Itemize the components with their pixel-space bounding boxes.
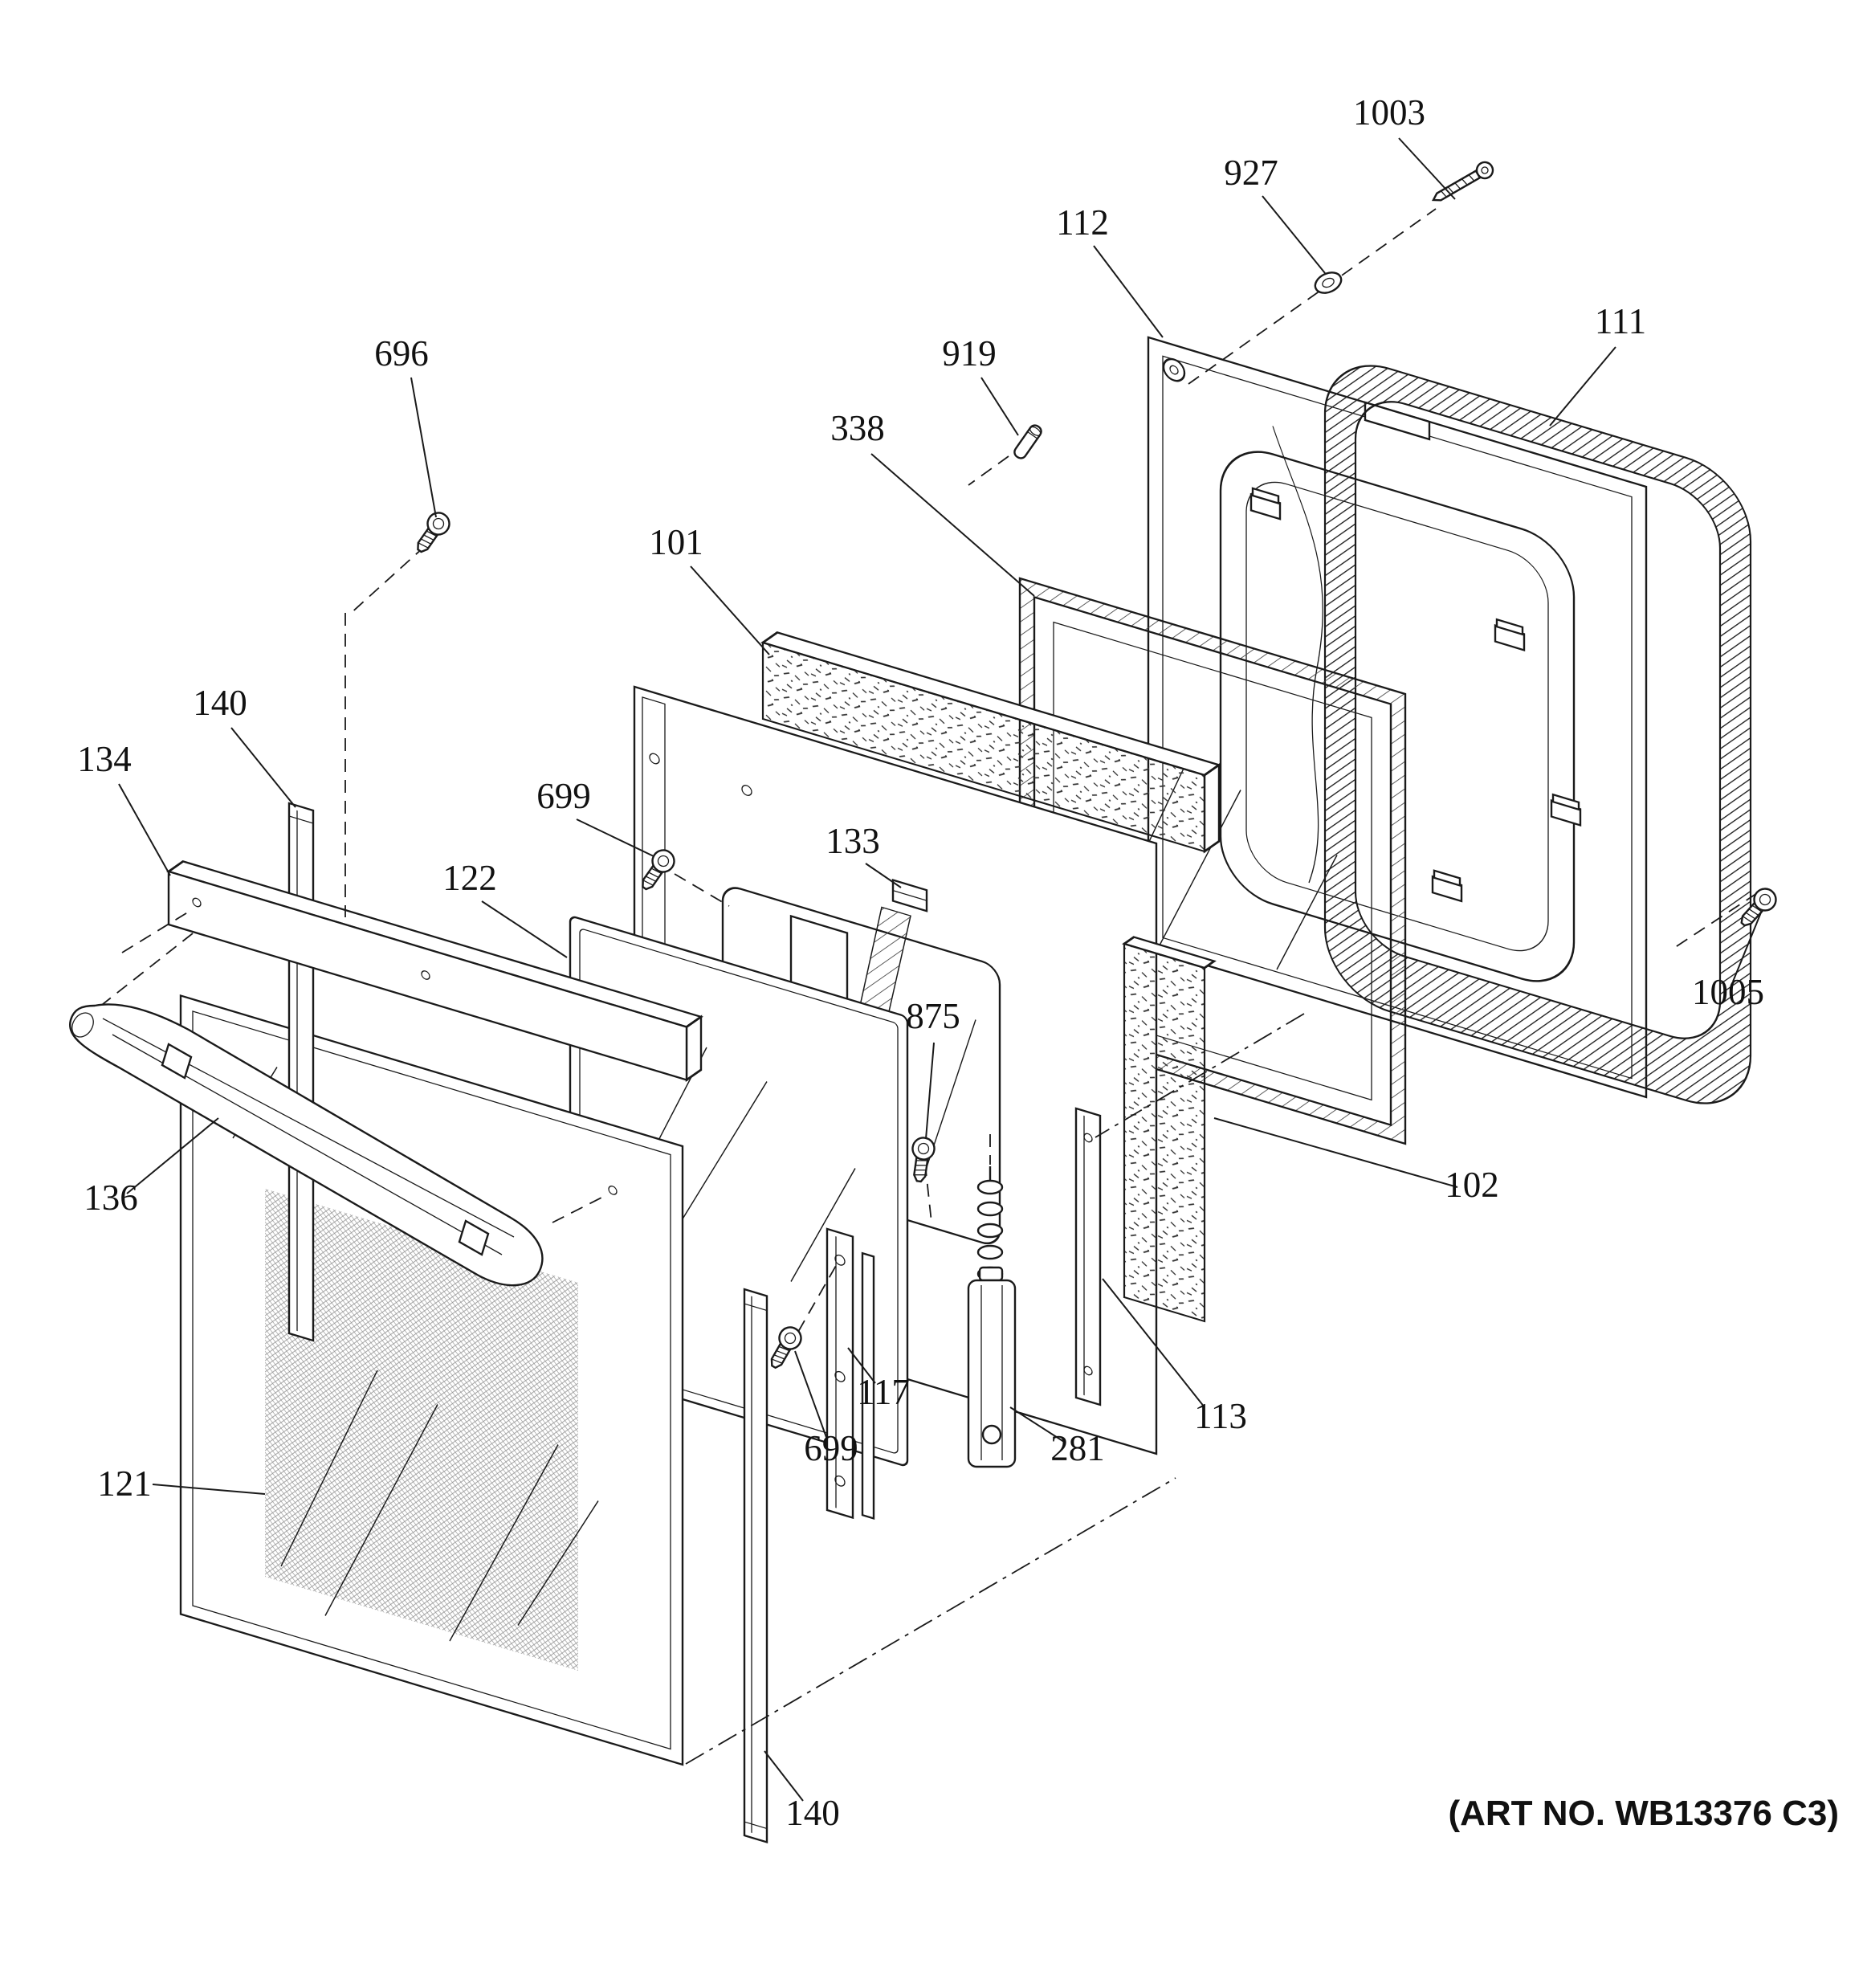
- construction-lines: [94, 208, 1758, 1765]
- part-label-281: 281: [1050, 1428, 1105, 1468]
- part-label-927: 927: [1224, 153, 1278, 193]
- part-side-rail-113: [1074, 1107, 1102, 1406]
- part-bracket-133: [891, 879, 928, 912]
- part-label-122: 122: [442, 858, 497, 898]
- part-label-699-upper: 699: [536, 776, 591, 816]
- leader-lines: [118, 137, 1762, 1802]
- part-label-919: 919: [942, 333, 997, 374]
- part-label-875: 875: [906, 996, 960, 1036]
- part-label-121: 121: [97, 1463, 152, 1504]
- part-hinge-281: [967, 1166, 1017, 1468]
- part-bolt-1003: [1431, 161, 1494, 202]
- part-retainer-rail-117: [826, 1227, 875, 1520]
- part-label-699-lower: 699: [804, 1428, 858, 1468]
- part-label-133: 133: [826, 821, 880, 861]
- part-screw-696: [410, 507, 455, 558]
- part-label-101: 101: [649, 522, 703, 562]
- part-side-trim-140-upper: [287, 802, 315, 1342]
- part-insulation-102: [760, 631, 1221, 1323]
- part-top-trim-134: [166, 860, 703, 1083]
- part-label-696: 696: [374, 333, 429, 374]
- part-label-1005: 1005: [1692, 972, 1764, 1012]
- art-number: (ART NO. WB13376 C3): [1448, 1794, 1839, 1833]
- part-label-113: 113: [1194, 1396, 1247, 1436]
- part-pin-919: [1013, 424, 1042, 459]
- part-label-102: 102: [1445, 1165, 1499, 1205]
- part-washer-927: [1314, 271, 1343, 294]
- part-label-112: 112: [1056, 202, 1109, 243]
- part-label-140-upper: 140: [193, 683, 247, 723]
- part-label-1003: 1003: [1353, 92, 1425, 133]
- part-label-338: 338: [830, 408, 885, 448]
- part-label-140-lower: 140: [785, 1793, 840, 1833]
- part-label-134: 134: [77, 739, 132, 779]
- glass-clip-icon: [1249, 487, 1582, 903]
- part-side-trim-140-lower: [743, 1288, 768, 1844]
- part-labels: 1003 927 112 919 111 696 338 101 140 134…: [77, 92, 1764, 1833]
- part-door-gasket-111: [1323, 365, 1752, 1104]
- part-door-handle-136: [69, 1003, 544, 1287]
- part-label-136: 136: [84, 1178, 138, 1218]
- part-label-117: 117: [857, 1372, 910, 1412]
- part-label-111: 111: [1595, 301, 1646, 341]
